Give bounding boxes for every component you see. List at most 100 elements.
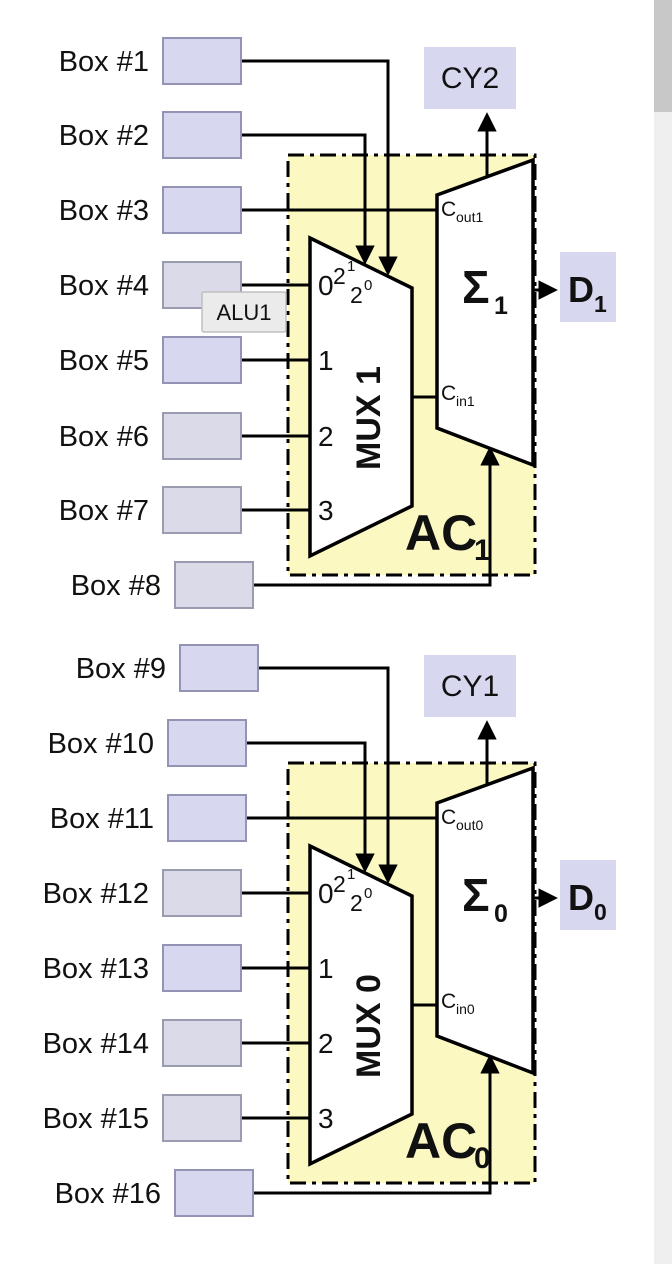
box14-rect xyxy=(162,1019,242,1067)
ac1-label-sub: 1 xyxy=(474,534,491,567)
box9-label: Box #9 xyxy=(76,653,166,685)
input-box-6: Box #6 xyxy=(59,412,242,460)
box2-rect xyxy=(162,111,242,159)
mux1-input-0: 0 xyxy=(318,270,334,301)
box3-rect xyxy=(162,186,242,234)
input-box-1: Box #1 xyxy=(59,37,242,85)
box2-label: Box #2 xyxy=(59,120,149,152)
adder0-cout-base: C xyxy=(441,806,456,829)
input-box-8: Box #8 xyxy=(71,561,254,609)
mux0-input-0: 0 xyxy=(318,878,334,909)
wire-box16-to-cin0 xyxy=(253,1054,500,1195)
adder1-cin-sub: in1 xyxy=(456,393,475,409)
cy2-box xyxy=(424,47,516,109)
mux0-input-3: 3 xyxy=(318,1103,334,1134)
wire-box2-to-mux1-sel xyxy=(241,133,375,265)
d0-label-sub: 0 xyxy=(594,899,607,925)
wire-box10-to-mux0-sel xyxy=(246,741,375,873)
alu1-tooltip-box xyxy=(201,291,287,333)
box3-label: Box #3 xyxy=(59,195,149,227)
input-box-3: Box #3 xyxy=(59,186,242,234)
mux1-sel-lo-base: 2 xyxy=(350,282,363,308)
input-box-12: Box #12 xyxy=(43,869,242,917)
mux1-sel-hi-base: 2 xyxy=(333,263,346,289)
mux0-sel-hi-base: 2 xyxy=(333,871,346,897)
box13-label: Box #13 xyxy=(43,953,149,985)
adder1-sigma: Σ xyxy=(462,261,490,313)
scrollbar-track[interactable] xyxy=(654,0,672,1264)
box6-rect xyxy=(162,412,242,460)
wire-box8-to-cin1 xyxy=(253,446,500,587)
box16-rect xyxy=(174,1169,254,1217)
d0-label-base: D xyxy=(568,877,594,918)
d0-box xyxy=(560,860,616,930)
adder0-cin-base: C xyxy=(441,990,456,1013)
mux0-shape xyxy=(308,843,414,1167)
box10-rect xyxy=(167,719,247,767)
wire-box1-to-mux1-sel xyxy=(241,59,398,276)
box15-label: Box #15 xyxy=(43,1103,149,1135)
cy1-label: CY1 xyxy=(441,670,499,703)
mux1-label: MUX 1 xyxy=(350,366,388,470)
box5-rect xyxy=(162,336,242,384)
box12-rect xyxy=(162,869,242,917)
box15-rect xyxy=(162,1094,242,1142)
d1-box xyxy=(560,252,616,322)
box8-rect xyxy=(174,561,254,609)
adder0-sigma: Σ xyxy=(462,869,490,921)
adder0-shape xyxy=(435,765,535,1076)
box13-rect xyxy=(162,944,242,992)
mux1-input-1: 1 xyxy=(318,345,334,376)
adder1-cout-base: C xyxy=(441,198,456,221)
ac0-label-base: AC xyxy=(405,1113,477,1169)
box7-label: Box #7 xyxy=(59,495,149,527)
box12-label: Box #12 xyxy=(43,878,149,910)
input-box-10: Box #10 xyxy=(48,719,247,767)
d1-label-base: D xyxy=(568,269,594,310)
box6-label: Box #6 xyxy=(59,421,149,453)
input-box-13: Box #13 xyxy=(43,944,242,992)
adder1-cout-sub: out1 xyxy=(456,209,483,225)
box8-label: Box #8 xyxy=(71,570,161,602)
mux1-sel-lo-exp: 0 xyxy=(364,277,372,294)
mux0-label: MUX 0 xyxy=(350,974,388,1078)
box5-label: Box #5 xyxy=(59,345,149,377)
mux0-input-1: 1 xyxy=(318,953,334,984)
mux1-input-2: 2 xyxy=(318,421,334,452)
input-box-5: Box #5 xyxy=(59,336,242,384)
mux1-sel-hi-exp: 1 xyxy=(347,258,355,275)
adder0-sigma-sub: 0 xyxy=(494,900,508,928)
input-box-16: Box #16 xyxy=(55,1169,254,1217)
mux1-input-3: 3 xyxy=(318,495,334,526)
box1-label: Box #1 xyxy=(59,46,149,78)
box9-rect xyxy=(179,644,259,692)
adder1-sigma-sub: 1 xyxy=(494,292,508,320)
ac1-label-base: AC xyxy=(405,505,477,561)
box1-rect xyxy=(162,37,242,85)
input-box-2: Box #2 xyxy=(59,111,242,159)
input-box-9: Box #9 xyxy=(76,644,259,692)
cy2-label: CY2 xyxy=(441,62,499,95)
cy1-box xyxy=(424,655,516,717)
box10-label: Box #10 xyxy=(48,728,154,760)
ac0-label-sub: 0 xyxy=(474,1142,491,1175)
input-box-11: Box #11 xyxy=(50,794,247,842)
adder1-cin-base: C xyxy=(441,382,456,405)
mux0-sel-lo-base: 2 xyxy=(350,890,363,916)
input-box-15: Box #15 xyxy=(43,1094,242,1142)
alu1-tooltip: ALU1 xyxy=(201,291,287,333)
box7-rect xyxy=(162,486,242,534)
mux1-shape xyxy=(308,235,414,559)
input-box-7: Box #7 xyxy=(59,486,242,534)
mux0-input-2: 2 xyxy=(318,1028,334,1059)
mux0-sel-lo-exp: 0 xyxy=(364,885,372,902)
box11-label: Box #11 xyxy=(50,803,154,835)
d1-label-sub: 1 xyxy=(594,291,607,317)
wire-box9-to-mux0-sel xyxy=(258,666,398,884)
adder1-shape xyxy=(435,157,535,468)
box11-rect xyxy=(167,794,247,842)
adder0-cin-sub: in0 xyxy=(456,1001,475,1017)
scrollbar-thumb[interactable] xyxy=(654,0,672,112)
